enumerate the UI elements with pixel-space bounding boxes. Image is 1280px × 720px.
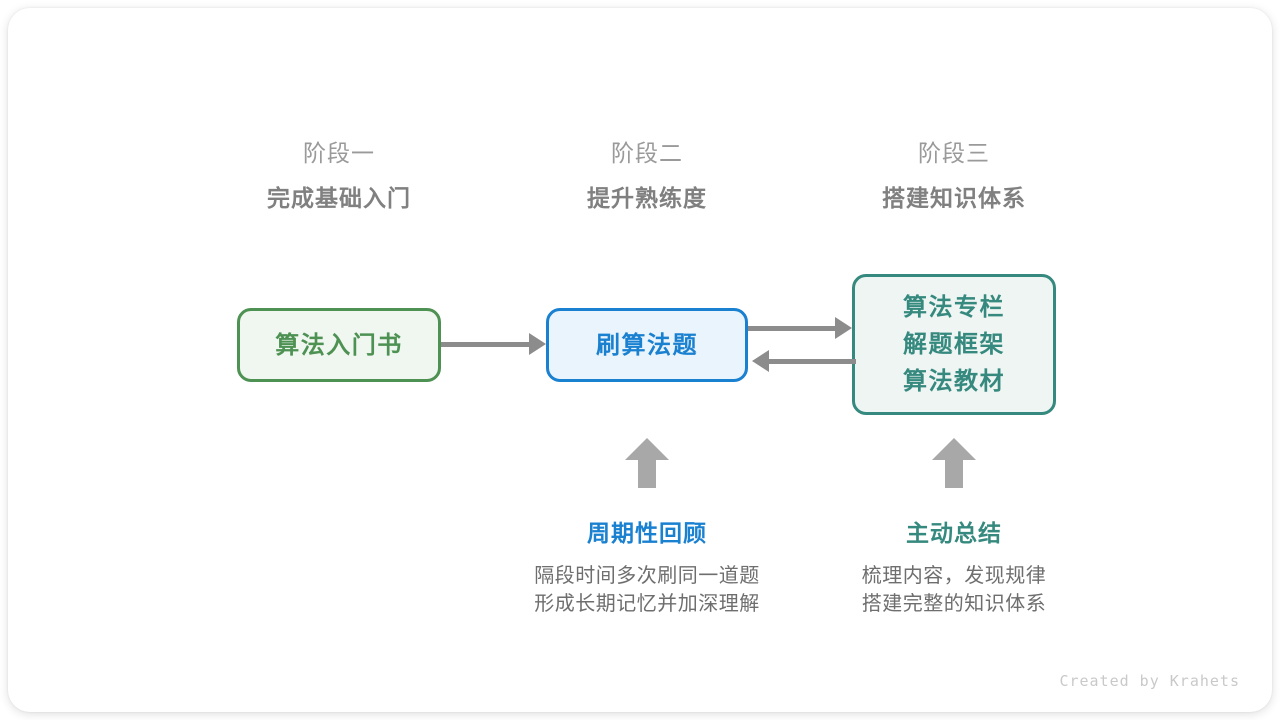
- annotation-description: 隔段时间多次刷同一道题 形成长期记忆并加深理解: [497, 562, 797, 618]
- stage-title: 提升熟练度: [587, 185, 707, 211]
- stage-title: 完成基础入门: [267, 185, 411, 211]
- node-intro-book[interactable]: 算法入门书: [237, 308, 441, 382]
- stage-header-2: 阶段二 提升熟练度: [517, 138, 777, 214]
- connector-practice-to-resources: [748, 326, 835, 331]
- node-line: 算法入门书: [275, 331, 403, 359]
- arrow-head-right-icon: [529, 333, 546, 355]
- stage-label: 阶段一: [303, 140, 375, 166]
- annotation-title: 主动总结: [906, 520, 1002, 546]
- arrow-up-icon: [932, 438, 976, 488]
- node-practice-problems[interactable]: 刷算法题: [546, 308, 748, 382]
- stage-header-3: 阶段三 搭建知识体系: [824, 138, 1084, 214]
- annotation-description-line: 梳理内容，发现规律: [861, 565, 1047, 587]
- diagram-card: 阶段一 完成基础入门 阶段二 提升熟练度 阶段三 搭建知识体系 算法入门书 刷算…: [8, 8, 1272, 712]
- annotation-description-line: 隔段时间多次刷同一道题: [534, 565, 760, 587]
- stage-title: 搭建知识体系: [882, 185, 1026, 211]
- annotation-periodic-review: 周期性回顾 隔段时间多次刷同一道题 形成长期记忆并加深理解: [497, 518, 797, 618]
- annotation-description-line: 搭建完整的知识体系: [861, 593, 1047, 615]
- stage-header-1: 阶段一 完成基础入门: [209, 138, 469, 214]
- annotation-description-line: 形成长期记忆并加深理解: [534, 593, 760, 615]
- credit-text: Created by Krahets: [1059, 672, 1240, 690]
- annotation-active-summary: 主动总结 梳理内容，发现规律 搭建完整的知识体系: [804, 518, 1104, 618]
- stage-label: 阶段二: [611, 140, 683, 166]
- connector-book-to-practice: [441, 342, 529, 347]
- node-line: 算法专栏: [903, 294, 1005, 321]
- stage-label: 阶段三: [918, 140, 990, 166]
- annotation-description: 梳理内容，发现规律 搭建完整的知识体系: [804, 562, 1104, 618]
- node-knowledge-resources[interactable]: 算法专栏 解题框架 算法教材: [852, 274, 1056, 415]
- node-line: 解题框架: [903, 331, 1005, 358]
- annotation-title: 周期性回顾: [587, 520, 707, 546]
- node-line: 算法教材: [903, 368, 1005, 395]
- connector-resources-to-practice: [769, 359, 856, 364]
- node-line: 刷算法题: [596, 331, 698, 359]
- arrow-head-right-icon: [835, 317, 852, 339]
- arrow-up-icon: [625, 438, 669, 488]
- arrow-head-left-icon: [752, 350, 769, 372]
